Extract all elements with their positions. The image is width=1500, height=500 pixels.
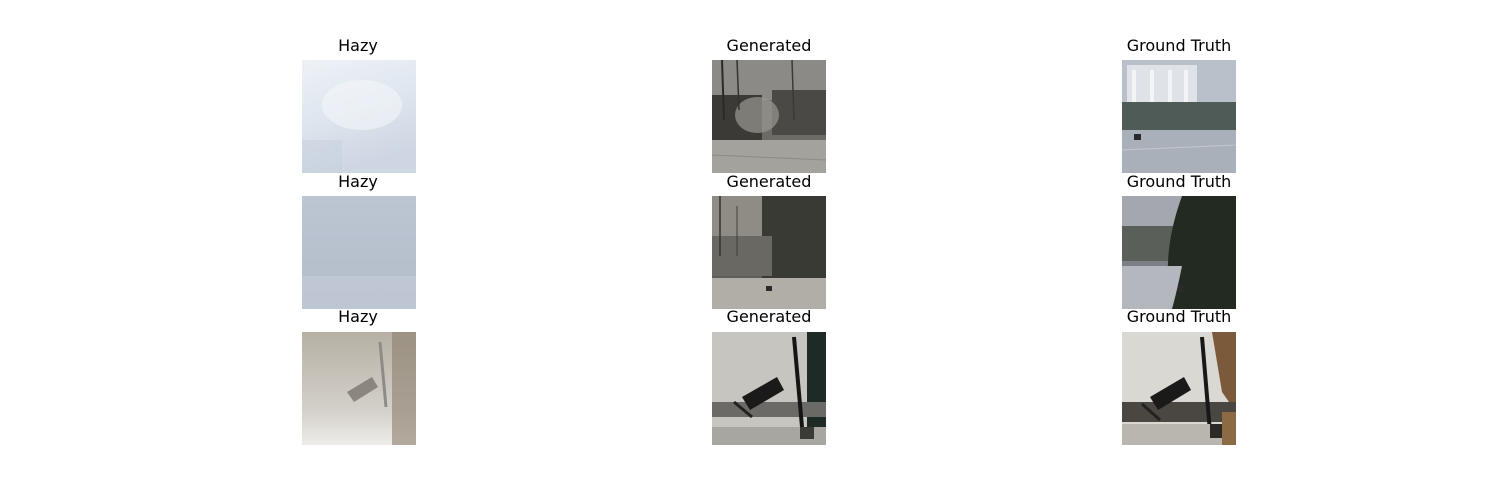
panel-title-ground-truth-3: Ground Truth bbox=[1126, 307, 1232, 326]
panel-title-hazy-3: Hazy bbox=[338, 307, 378, 326]
panel-title-generated-3: Generated bbox=[726, 307, 812, 326]
generated-image-2 bbox=[712, 196, 826, 309]
panel-title-generated-1: Generated bbox=[726, 36, 812, 55]
generated-image-3 bbox=[712, 332, 826, 445]
ground-truth-image-3 bbox=[1122, 332, 1236, 445]
ground-truth-image-1 bbox=[1122, 60, 1236, 173]
hazy-image-2 bbox=[302, 196, 416, 309]
panel-title-ground-truth-1: Ground Truth bbox=[1126, 36, 1232, 55]
panel-title-ground-truth-2: Ground Truth bbox=[1126, 172, 1232, 191]
panel-title-hazy-1: Hazy bbox=[338, 36, 378, 55]
generated-image-1 bbox=[712, 60, 826, 173]
panel-title-generated-2: Generated bbox=[726, 172, 812, 191]
hazy-image-3 bbox=[302, 332, 416, 445]
hazy-image-1 bbox=[302, 60, 416, 173]
ground-truth-image-2 bbox=[1122, 196, 1236, 309]
panel-title-hazy-2: Hazy bbox=[338, 172, 378, 191]
